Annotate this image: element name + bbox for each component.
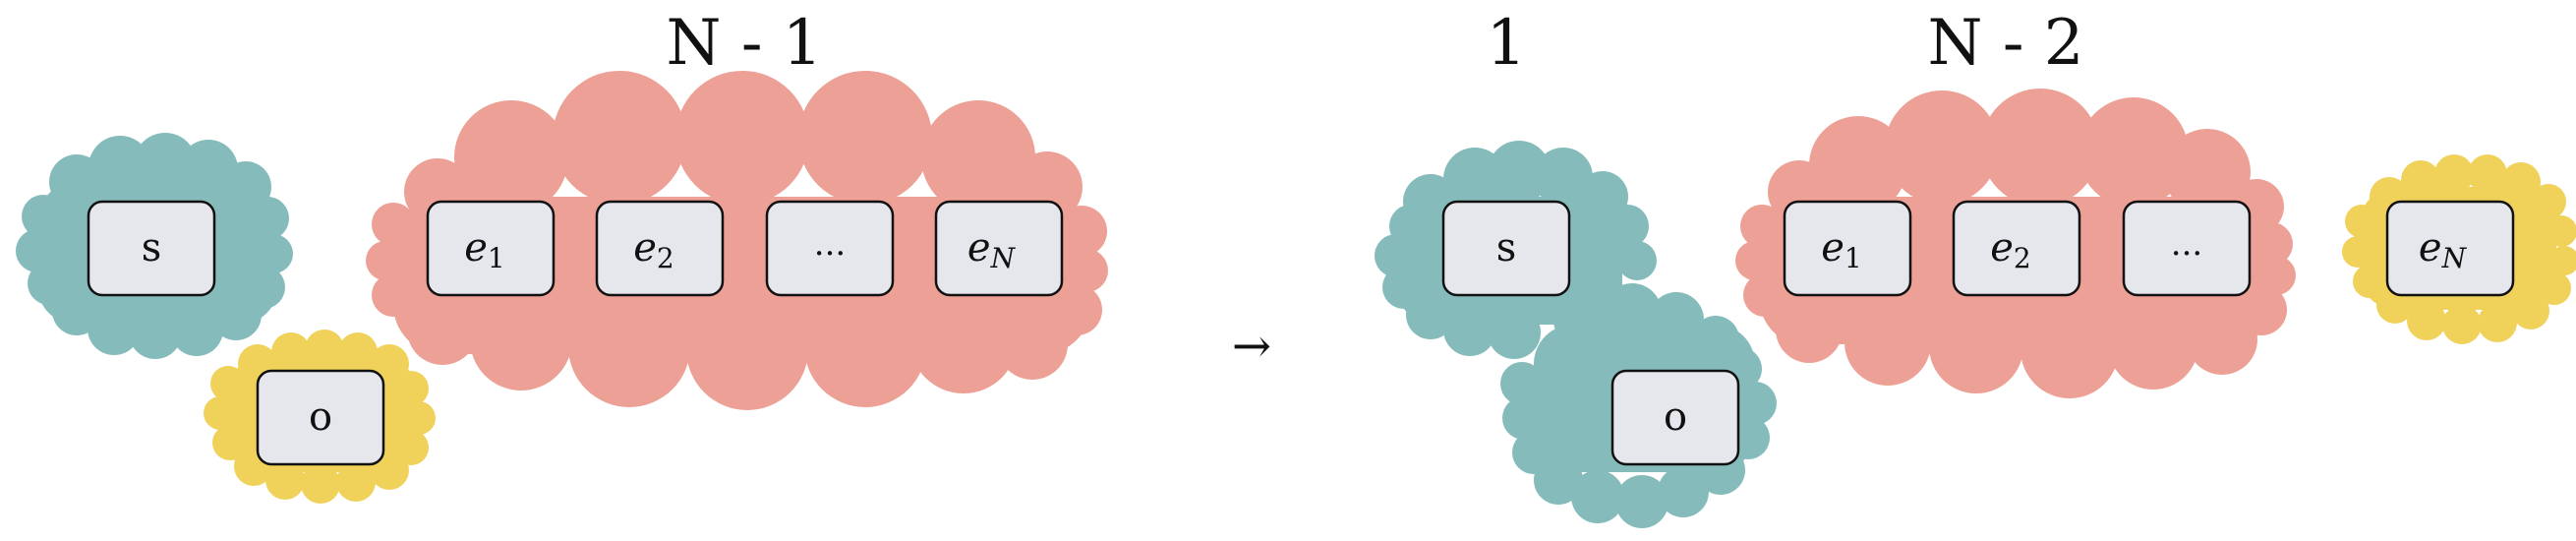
svg-text:e2: e2 xyxy=(633,225,674,274)
node-e2-right: e2 xyxy=(1952,200,2081,297)
e1-sub: 1 xyxy=(488,242,505,274)
right-count-label: N - 2 xyxy=(1927,7,2083,80)
node-e1-right: e1 xyxy=(1783,200,1912,297)
svg-text:eN: eN xyxy=(967,225,1017,274)
e1-base: e xyxy=(464,225,488,270)
node-s-left: s xyxy=(87,200,216,297)
node-s-label-right: s xyxy=(1496,225,1517,270)
left-count-label: N - 1 xyxy=(666,7,822,80)
transition-arrow: → xyxy=(1232,319,1271,374)
eN-base-right: e xyxy=(2419,225,2442,270)
salmon-cloud-entities xyxy=(366,71,1108,410)
eN-sub: N xyxy=(990,242,1017,274)
node-e1-left: e1 xyxy=(426,200,556,297)
right-scene: 1 N - 2 s o e1 e2 ... xyxy=(1375,7,2576,528)
svg-text:e2: e2 xyxy=(1990,225,2031,274)
e1-base-right: e xyxy=(1821,225,1844,270)
svg-text:eN: eN xyxy=(2419,225,2468,274)
node-s-label: s xyxy=(142,225,162,270)
ellipsis-label-right: ... xyxy=(2171,224,2202,264)
node-o-label-right: o xyxy=(1664,394,1687,440)
e2-base: e xyxy=(633,225,657,270)
e2-base-right: e xyxy=(1990,225,2014,270)
ellipsis-label: ... xyxy=(814,224,846,264)
left-scene: N - 1 s o e1 e2 ... xyxy=(16,7,1108,504)
node-ellipsis-left: ... xyxy=(765,200,895,297)
node-o-right: o xyxy=(1610,369,1740,466)
svg-text:e1: e1 xyxy=(464,225,505,274)
node-eN-left: eN xyxy=(934,200,1064,297)
node-ellipsis-right: ... xyxy=(2122,200,2252,297)
node-e2-left: e2 xyxy=(595,200,725,297)
e2-sub: 2 xyxy=(657,242,674,274)
node-eN-right: eN xyxy=(2385,200,2515,297)
svg-text:e1: e1 xyxy=(1821,225,1862,274)
eN-sub-right: N xyxy=(2441,242,2468,274)
eN-base: e xyxy=(967,225,991,270)
teal-cloud-s-o xyxy=(1375,141,1777,528)
e1-sub-right: 1 xyxy=(1844,242,1862,274)
node-o-left: o xyxy=(256,369,385,466)
right-count-one: 1 xyxy=(1487,7,1527,80)
node-s-right: s xyxy=(1441,200,1571,297)
node-o-label: o xyxy=(309,394,332,440)
e2-sub-right: 2 xyxy=(2014,242,2031,274)
